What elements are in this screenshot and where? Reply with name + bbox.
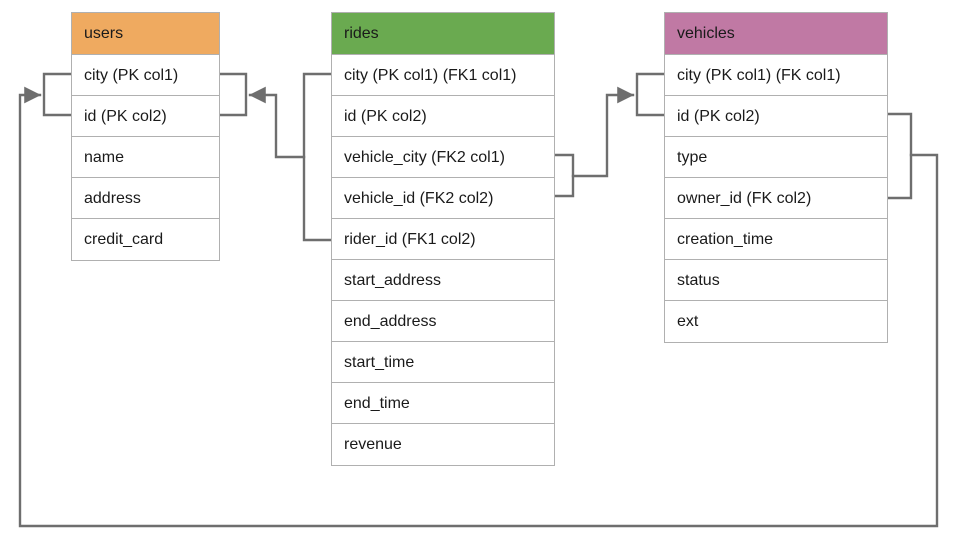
column-rides-id[interactable]: id (PK col2) [332,96,554,137]
column-rides-city[interactable]: city (PK col1) (FK1 col1) [332,55,554,96]
column-rides-vehicle-id[interactable]: vehicle_id (FK2 col2) [332,178,554,219]
column-vehicles-id[interactable]: id (PK col2) [665,96,887,137]
column-users-credit-card[interactable]: credit_card [72,219,219,260]
column-vehicles-ext[interactable]: ext [665,301,887,342]
column-vehicles-type[interactable]: type [665,137,887,178]
column-users-name[interactable]: name [72,137,219,178]
column-users-city[interactable]: city (PK col1) [72,55,219,96]
column-rides-end-time[interactable]: end_time [332,383,554,424]
column-vehicles-creation-time[interactable]: creation_time [665,219,887,260]
column-rides-end-address[interactable]: end_address [332,301,554,342]
entity-table-users-header: users [72,13,219,55]
entity-table-users[interactable]: users city (PK col1) id (PK col2) name a… [71,12,220,261]
entity-table-vehicles[interactable]: vehicles city (PK col1) (FK col1) id (PK… [664,12,888,343]
connector-vehicles-fk-bracket [886,112,913,200]
column-rides-rider-id[interactable]: rider_id (FK1 col2) [332,219,554,260]
column-users-address[interactable]: address [72,178,219,219]
entity-table-rides[interactable]: rides city (PK col1) (FK1 col1) id (PK c… [331,12,555,466]
connector-rides-fk2-bracket [553,153,575,198]
column-users-id[interactable]: id (PK col2) [72,96,219,137]
column-vehicles-status[interactable]: status [665,260,887,301]
column-rides-vehicle-city[interactable]: vehicle_city (FK2 col1) [332,137,554,178]
column-rides-revenue[interactable]: revenue [332,424,554,465]
connector-users-pk-bracket-right [218,72,248,117]
column-vehicles-city[interactable]: city (PK col1) (FK col1) [665,55,887,96]
column-vehicles-owner-id[interactable]: owner_id (FK col2) [665,178,887,219]
entity-table-vehicles-header: vehicles [665,13,887,55]
entity-table-rides-header: rides [332,13,554,55]
column-rides-start-time[interactable]: start_time [332,342,554,383]
connector-vehicles-pk-bracket-left [635,72,666,117]
column-rides-start-address[interactable]: start_address [332,260,554,301]
connector-rides-fk2-vehicles-line [571,86,635,178]
connector-users-pk-bracket-left [42,72,72,117]
connector-rides-fk1-bracket [302,72,333,242]
connector-rides-fk1-users-line [248,86,306,159]
